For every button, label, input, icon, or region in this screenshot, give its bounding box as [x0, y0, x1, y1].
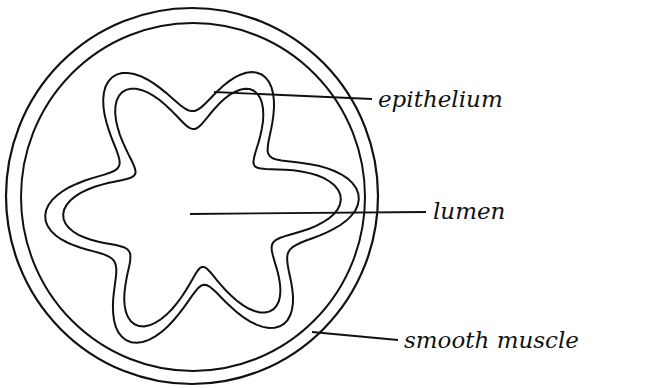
part-label: epithelium — [378, 88, 503, 111]
part-label: smooth muscle — [404, 329, 579, 352]
leader-line — [214, 92, 372, 99]
epithelium-outer-edge — [45, 72, 359, 343]
outer-wall — [6, 8, 378, 384]
epithelium-inner-edge — [63, 89, 341, 327]
muscle-inner-edge — [21, 23, 365, 371]
leader-line — [190, 212, 426, 214]
leader-line — [312, 332, 398, 340]
part-label: lumen — [433, 200, 505, 223]
